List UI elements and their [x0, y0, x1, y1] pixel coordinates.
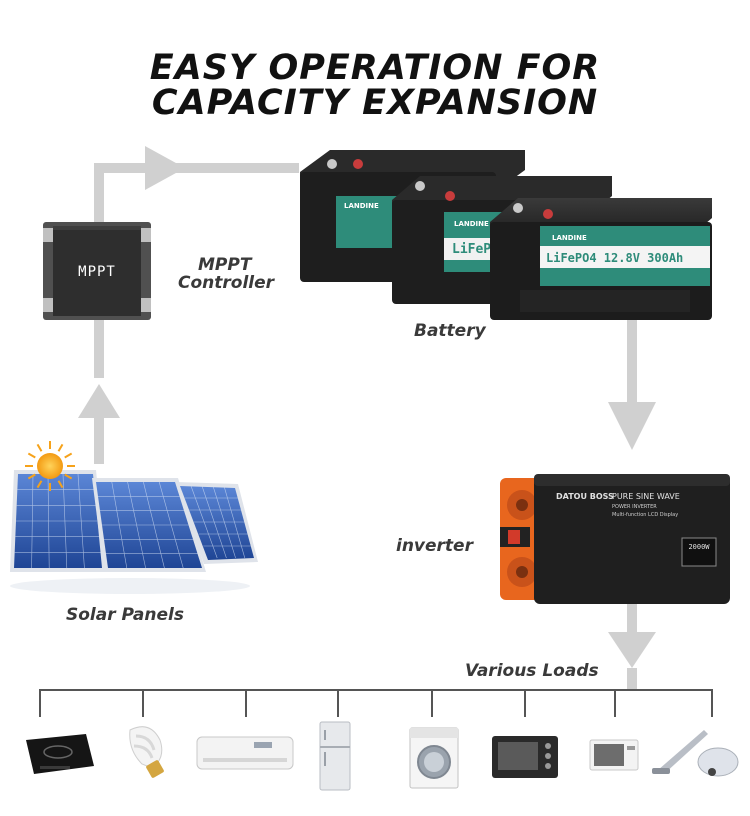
load-wire-drop	[614, 689, 616, 717]
load-wire-drop	[142, 689, 144, 717]
inverter-subline-1: POWER INVERTER	[612, 504, 657, 510]
arrow-to-battery-shaft	[94, 163, 299, 173]
sun-ray	[64, 452, 73, 459]
arrow-controller-up	[94, 163, 104, 223]
inverter-device: DATOU BOSS PURE SINE WAVE POWER INVERTER…	[500, 474, 730, 604]
load-wire-drop	[245, 689, 247, 717]
panel-cell-col-line	[158, 481, 184, 569]
sun-ray	[27, 473, 36, 480]
load-wire-drop	[39, 689, 41, 717]
sun-icon	[25, 441, 75, 491]
solar-panels-label: Solar Panels	[66, 605, 184, 625]
washing-machine-icon	[409, 727, 459, 789]
arrow-battery-to-inverter-shaft	[627, 307, 637, 407]
sun-ray	[64, 473, 73, 480]
load-wiring	[39, 689, 713, 717]
sun-ray	[27, 452, 36, 459]
mppt-label-line-2: Controller	[178, 273, 275, 293]
arrow-controller-stem	[94, 318, 104, 378]
mppt-device-text: MPPT	[78, 264, 116, 280]
panel-cell-col-line	[212, 485, 236, 559]
light-bulb-icon	[129, 726, 164, 778]
battery-label: Battery	[414, 321, 486, 341]
load-wire-drop	[431, 689, 433, 717]
battery-middle-model: LiFeP	[452, 242, 491, 257]
sun-ray	[36, 443, 43, 452]
oven-icon	[492, 736, 558, 778]
air-conditioner-icon	[196, 736, 294, 770]
flow-arrows	[78, 146, 656, 690]
arrow-battery-to-inverter-head	[608, 402, 656, 450]
title-line-1: EASY OPERATION FOR	[149, 48, 601, 88]
mppt-controller-device: MPPT	[43, 222, 151, 320]
title-line-2: CAPACITY EXPANSION	[151, 83, 599, 123]
various-loads-label: Various Loads	[465, 661, 599, 681]
refrigerator-icon	[319, 721, 351, 791]
arrow-solar-to-controller-head	[78, 384, 120, 418]
arrow-solar-to-controller-shaft	[94, 400, 104, 464]
panel-cell-col-line	[77, 473, 85, 569]
arrow-inverter-to-loads-head	[608, 632, 656, 668]
arrow-loads-stem	[627, 668, 637, 690]
mppt-label-line-1: MPPT	[198, 255, 252, 275]
panel-cell-col-line	[111, 481, 128, 569]
panel-cell-col-line	[223, 485, 246, 559]
battery-middle-brand: LANDINE	[454, 220, 489, 228]
battery-bank: LANDINE LiFeP LANDINE	[300, 150, 712, 320]
sun-ray	[36, 480, 43, 489]
load-wire-drop	[711, 689, 713, 717]
panel-cell-col-line	[127, 481, 146, 569]
battery-front: LANDINE LiFePO4 12.8V 300Ah	[490, 198, 712, 320]
induction-cooktop-icon	[26, 734, 94, 774]
panel-cell-col-line	[31, 473, 34, 569]
panel-cell-col-line	[201, 485, 227, 559]
panel-cell-col-line	[47, 473, 50, 569]
panel-cell-col-line	[62, 473, 68, 569]
inverter-brand: DATOU BOSS	[556, 492, 614, 501]
load-wire-drop	[337, 689, 339, 717]
panel-cell-col-line	[143, 481, 165, 569]
microwave-icon	[589, 739, 639, 771]
inverter-power: 2000W	[688, 543, 710, 551]
solar-panels	[10, 470, 258, 594]
panel-cell-col-line	[190, 485, 218, 559]
inverter-headline: PURE SINE WAVE	[612, 492, 680, 501]
inverter-label: inverter	[396, 536, 473, 556]
sun-ray	[57, 443, 64, 452]
sun-ray	[57, 480, 64, 489]
arrow-inverter-to-loads-shaft	[627, 600, 637, 640]
load-wire-drop	[524, 689, 526, 717]
arrow-to-battery-head	[145, 146, 185, 190]
battery-front-brand: LANDINE	[552, 234, 587, 242]
vacuum-cleaner-icon	[652, 730, 739, 777]
battery-front-model: LiFePO4 12.8V 300Ah	[546, 251, 683, 265]
battery-back-brand: LANDINE	[344, 202, 379, 210]
inverter-subline-2: Multi-function LCD Display	[612, 512, 678, 518]
